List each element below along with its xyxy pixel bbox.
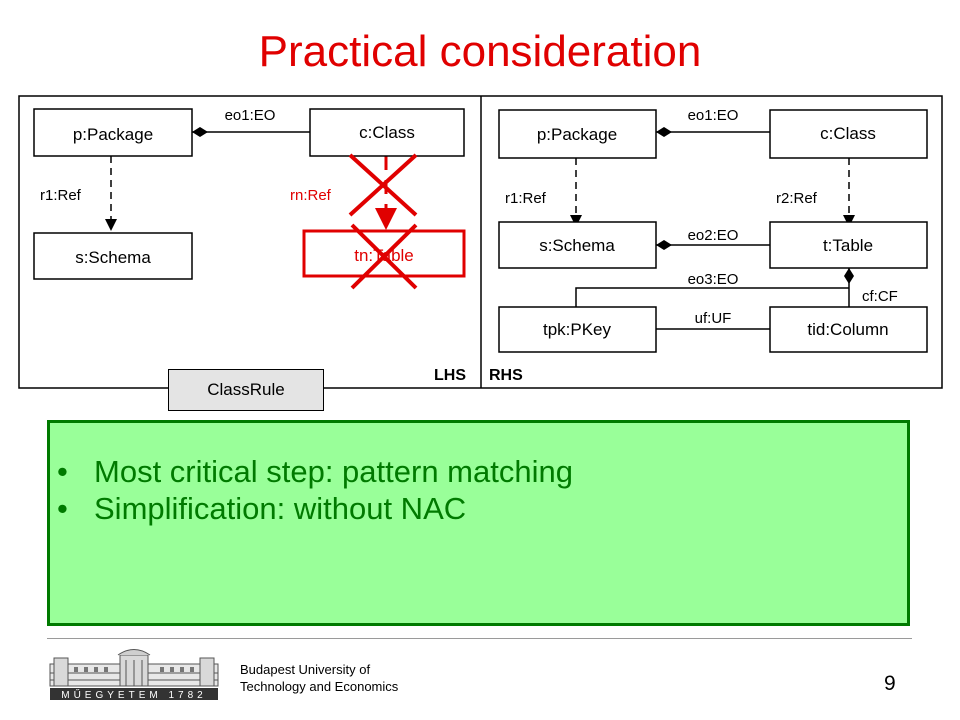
bullet-item: Most critical step: pattern matching [57, 452, 573, 492]
logo-text: MŰEGYETEM 1782 [61, 687, 206, 701]
rhs-node-column-label: tid:Column [807, 320, 888, 339]
institution-line-1: Budapest University of [240, 662, 371, 677]
rhs-node-pkey-label: tpk:PKey [543, 320, 612, 339]
lhs-node-schema [33, 232, 193, 280]
rhs-node-pkey [498, 306, 657, 353]
rhs-node-package-label: p:Package [537, 125, 617, 144]
rhs-tag: RHS [489, 367, 523, 384]
rhs-edge-cf-label: cf:CF [862, 288, 898, 305]
bullet-item: Simplification: without NAC [57, 489, 466, 529]
rhs-composition-diamond-eo1 [656, 127, 672, 137]
lhs-node-package-label: p:Package [73, 125, 153, 144]
rhs-node-package [498, 109, 657, 159]
lhs-composition-diamond [192, 127, 208, 137]
nac-cross-mark [348, 153, 418, 290]
institution-line-2: Technology and Economics [240, 679, 399, 694]
lhs-tag: LHS [434, 367, 466, 384]
lhs-node-package [33, 108, 193, 157]
rhs-edge-r2-label: r2:Ref [776, 190, 818, 207]
rhs-node-class [769, 109, 928, 159]
rhs-edge-eo3 [575, 287, 849, 307]
rhs-edge-eo1-label: eo1:EO [688, 107, 739, 124]
rhs-node-class-label: c:Class [820, 124, 876, 143]
graph-rule-diagram: p:Package c:Class s:Schema tn:Table eo1:… [18, 95, 943, 389]
rhs-node-table-label: t:Table [823, 236, 873, 255]
rule-name-tab: ClassRule [168, 369, 324, 411]
footer-divider [47, 638, 912, 639]
lhs-nac-node-table [302, 229, 466, 278]
lhs-edge-r1-label: r1:Ref [40, 187, 82, 204]
rhs-node-schema-label: s:Schema [539, 236, 615, 255]
lhs-node-class-label: c:Class [359, 123, 415, 142]
page-number: 9 [884, 672, 896, 695]
rhs-node-table [769, 221, 928, 269]
rhs-node-schema [498, 221, 657, 269]
lhs-node-class [309, 108, 465, 157]
university-logo: MŰEGYETEM 1782 [49, 649, 219, 701]
rhs-composition-diamond-table [844, 268, 854, 284]
lhs-edge-rn-label: rn:Ref [290, 187, 332, 204]
slide-title: Practical consideration [258, 27, 702, 76]
lhs-node-schema-label: s:Schema [75, 248, 151, 267]
rhs-node-column [769, 306, 928, 353]
rhs-panel: p:Package c:Class s:Schema t:Table tpk:P… [489, 107, 928, 384]
rhs-edge-eo2-label: eo2:EO [688, 227, 739, 244]
rhs-edge-uf-label: uf:UF [695, 310, 732, 327]
lhs-panel: p:Package c:Class s:Schema tn:Table eo1:… [33, 107, 466, 384]
rhs-edge-eo3-label: eo3:EO [688, 271, 739, 288]
lhs-edge-eo1-label: eo1:EO [225, 107, 276, 124]
rhs-composition-diamond-eo2 [656, 240, 672, 250]
institution-name: Budapest University of Technology and Ec… [240, 661, 398, 695]
rhs-edge-r1-label: r1:Ref [505, 190, 547, 207]
